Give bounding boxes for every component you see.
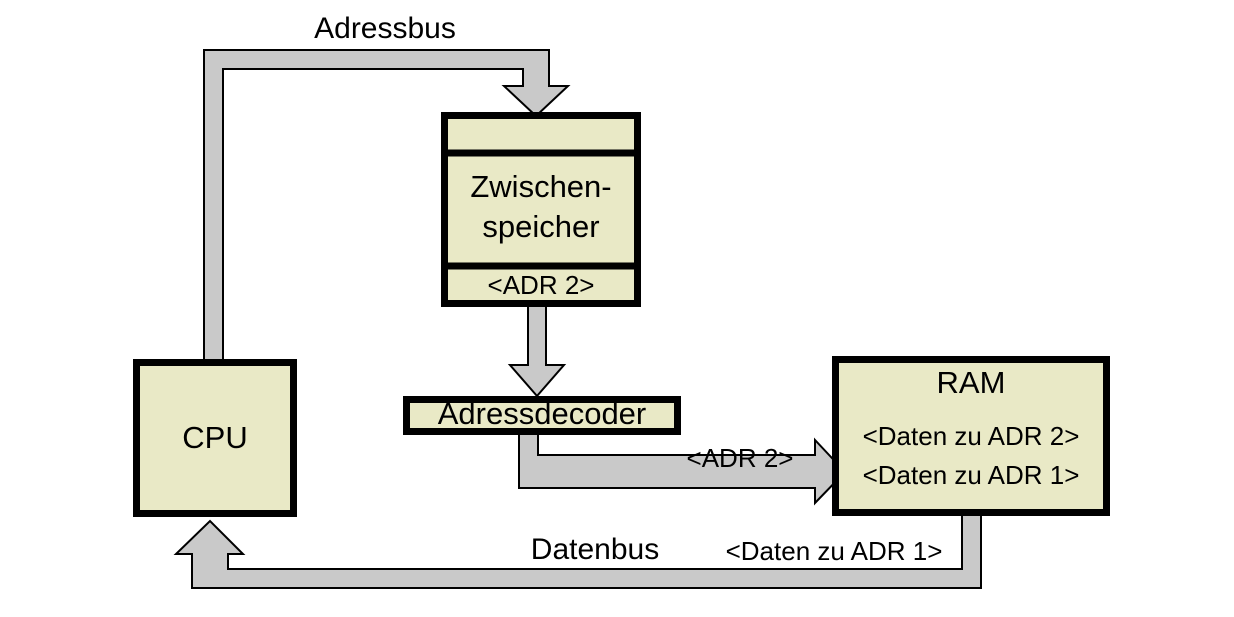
adressdecoder-label: Adressdecoder xyxy=(438,396,647,431)
bus-adressbus xyxy=(203,49,571,363)
ram-row-1: <Daten zu ADR 1> xyxy=(863,460,1080,490)
bus-datenbus xyxy=(173,512,982,589)
ram-box[interactable] xyxy=(832,356,1110,516)
ram-row-0: <Daten zu ADR 2> xyxy=(863,421,1080,451)
node-cpu[interactable]: CPU xyxy=(133,359,297,517)
ad-ram-arrow-path xyxy=(518,431,847,506)
zwischenspeicher-label-line2: speicher xyxy=(482,209,599,244)
adressbus-path xyxy=(203,49,571,363)
adressbus-label: Adressbus xyxy=(314,12,456,45)
node-ram[interactable]: RAM <Daten zu ADR 2> <Daten zu ADR 1> xyxy=(832,356,1110,516)
connector-zwischenspeicher-to-adressdecoder xyxy=(507,302,567,398)
connector-adressdecoder-to-ram xyxy=(518,431,847,506)
zwischenspeicher-box[interactable] xyxy=(441,112,641,307)
cpu-label: CPU xyxy=(182,420,247,455)
ram-label: RAM xyxy=(937,365,1006,400)
adressdecoder-box[interactable] xyxy=(403,396,681,435)
connector-adr2-label: <ADR 2> xyxy=(687,443,794,473)
node-adressdecoder[interactable]: Adressdecoder xyxy=(403,396,681,435)
zwischenspeicher-label-line1: Zwischen- xyxy=(470,169,611,204)
datenbus-label: Datenbus xyxy=(531,533,659,566)
cpu-box[interactable] xyxy=(133,359,297,517)
node-zwischenspeicher[interactable]: Zwischen- speicher <ADR 2> xyxy=(441,112,641,307)
zs-ad-arrow-path xyxy=(507,302,567,398)
datenbus-path xyxy=(173,512,982,589)
zwischenspeicher-bottom-band: <ADR 2> xyxy=(488,270,595,300)
datenbus-value: <Daten zu ADR 1> xyxy=(726,536,943,566)
